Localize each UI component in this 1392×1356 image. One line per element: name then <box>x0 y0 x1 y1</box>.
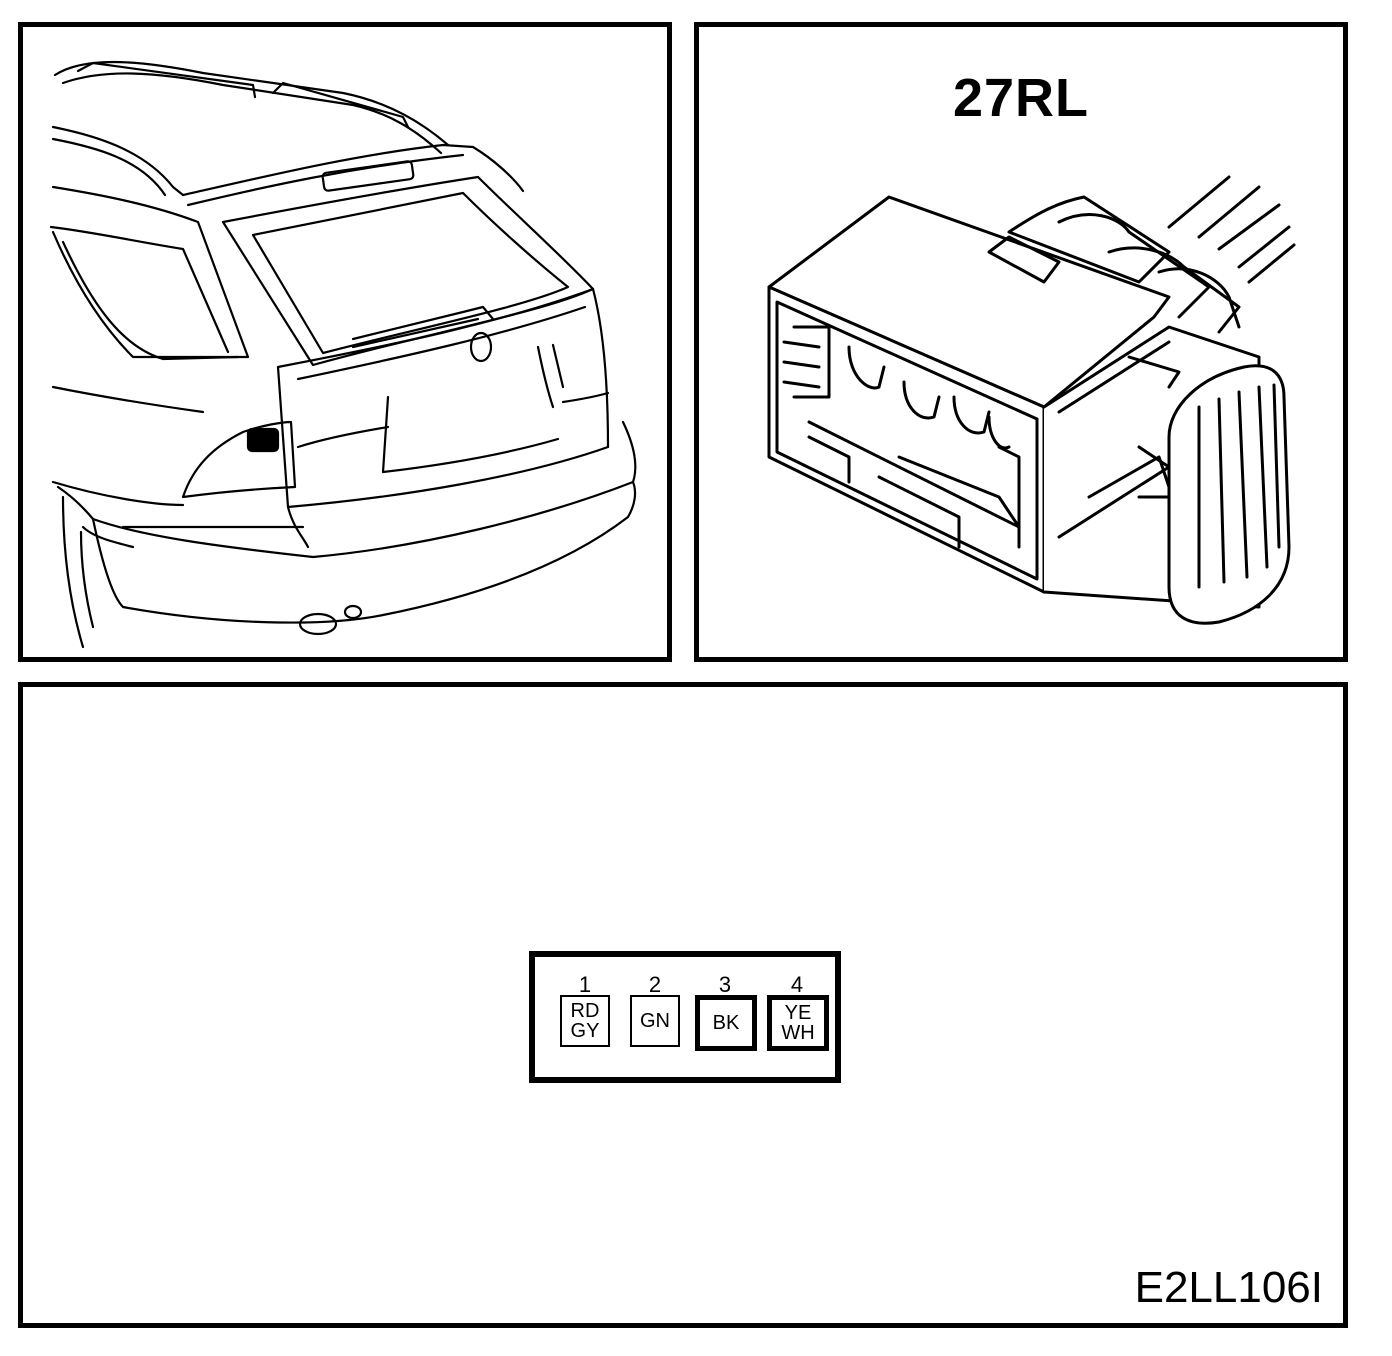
connector-illustration <box>767 175 1296 625</box>
wire-color-stripe: GY <box>570 1020 600 1042</box>
pin-number: 3 <box>718 972 732 997</box>
pin-wire-color: RD GY <box>560 995 610 1047</box>
wire-color-primary: BK <box>712 1012 740 1034</box>
pin-4: 4 YE WH <box>767 972 829 1051</box>
vehicle-location-panel <box>18 22 672 662</box>
figure-code: E2LL106I <box>1134 1263 1323 1312</box>
wire-color-stripe: WH <box>781 1022 815 1044</box>
car-rear-illustration <box>49 60 637 649</box>
pin-number: 1 <box>578 972 592 997</box>
pin-3: 3 BK <box>695 972 757 1051</box>
pin-1: 1 RD GY <box>555 972 615 1047</box>
pin-number: 2 <box>648 972 662 997</box>
connector-pinout: 1 RD GY 2 GN 3 BK 4 YE WH <box>529 951 841 1083</box>
connector-id: 27RL <box>952 68 1090 128</box>
pin-number: 4 <box>790 972 804 997</box>
pin-wire-color: GN <box>630 995 680 1047</box>
pin-2: 2 GN <box>625 972 685 1047</box>
wire-color-primary: YE <box>784 1002 812 1024</box>
pinout-panel: 1 RD GY 2 GN 3 BK 4 YE WH E2LL106I <box>18 682 1348 1328</box>
wire-color-primary: GN <box>640 1010 670 1032</box>
pin-wire-color: YE WH <box>767 995 829 1051</box>
connector-view-panel: 27RL <box>694 22 1348 662</box>
pin-wire-color: BK <box>695 995 757 1051</box>
wire-color-primary: RD <box>570 1000 600 1022</box>
